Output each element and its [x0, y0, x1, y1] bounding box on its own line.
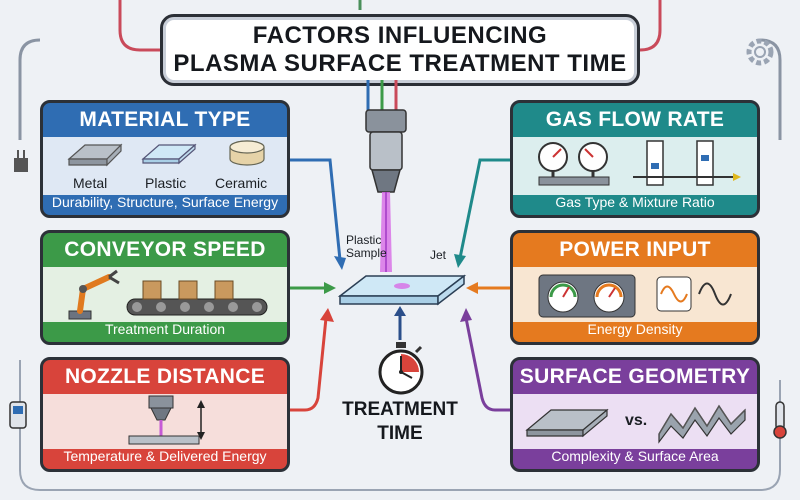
panel-material-type-title: MATERIAL TYPE [79, 108, 251, 131]
pressure-gauges-icon [538, 142, 610, 186]
panel-nozzle-distance-title: NOZZLE DISTANCE [64, 365, 266, 388]
stopwatch-icon [378, 342, 424, 395]
panel-gas-flow-rate: GAS FLOW RATE Gas Type & Mixture Ratio [510, 100, 760, 218]
gear-icon [746, 38, 774, 66]
panel-nozzle-distance-body [43, 394, 287, 449]
panel-conveyor-speed-body [43, 267, 287, 322]
panel-material-type-body: Metal Plastic Ceramic [43, 137, 287, 195]
material-item-ceramic: Ceramic [215, 175, 268, 191]
panel-surface-geometry-title: SURFACE GEOMETRY [519, 365, 751, 388]
panel-gas-flow-rate-title: GAS FLOW RATE [545, 108, 725, 131]
panel-conveyor-speed: CONVEYOR SPEED Treatment Duration [40, 230, 290, 345]
sensor-device-icon [9, 401, 27, 429]
conveyor-belt-icon [126, 280, 268, 316]
title-line-2: PLASMA SURFACE TREATMENT TIME [173, 50, 627, 77]
panel-power-input-body [513, 267, 757, 322]
material-item-plastic: Plastic [145, 175, 187, 191]
panel-surface-geometry: SURFACE GEOMETRY vs. Complexity & Surfac… [510, 357, 760, 472]
flat-surface-icon [525, 408, 609, 438]
panel-surface-geometry-body: vs. [513, 394, 757, 449]
sine-wave-icon [656, 276, 732, 312]
title-line-1: FACTORS INFLUENCING [252, 22, 548, 49]
material-item-metal: Metal [73, 175, 108, 191]
panel-power-input: POWER INPUT Energy Density [510, 230, 760, 345]
plastic-sample-plate [337, 274, 467, 306]
panel-conveyor-speed-footer: Treatment Duration [104, 321, 226, 337]
geometry-vs-label: vs. [625, 412, 648, 429]
panel-power-input-title: POWER INPUT [559, 238, 711, 261]
panel-nozzle-distance: NOZZLE DISTANCE Temperature & Delivered … [40, 357, 290, 472]
panel-material-type-footer: Durability, Structure, Surface Energy [51, 194, 279, 210]
robot-arm-icon [68, 269, 120, 320]
panel-nozzle-distance-footer: Temperature & Delivered Energy [63, 448, 267, 464]
panel-material-type: MATERIAL TYPE Metal Plastic Ceramic Dura… [40, 100, 290, 218]
flow-meter-icon [633, 140, 741, 186]
thermometer-icon [773, 401, 787, 439]
plastic-label: Plastic [346, 233, 382, 247]
ceramic-sample-icon [229, 140, 265, 166]
plasma-nozzle-icon [365, 80, 407, 272]
treatment-time-line-1: TREATMENT [342, 399, 458, 420]
treatment-time-label: TREATMENT TIME [330, 398, 470, 446]
treatment-time-line-2: TIME [377, 423, 423, 444]
sample-label: Sample [346, 246, 387, 260]
panel-gas-flow-rate-footer: Gas Type & Mixture Ratio [555, 194, 715, 210]
panel-conveyor-speed-title: CONVEYOR SPEED [64, 238, 266, 261]
plug-icon [14, 150, 28, 172]
jet-label: Jet [430, 248, 447, 262]
panel-gas-flow-rate-body [513, 137, 757, 195]
nozzle-distance-icon [128, 395, 205, 445]
plastic-sample-icon [141, 143, 197, 165]
panel-surface-geometry-footer: Complexity & Surface Area [551, 448, 719, 464]
title-box: FACTORS INFLUENCING PLASMA SURFACE TREAT… [160, 14, 640, 86]
panel-power-input-footer: Energy Density [587, 321, 683, 337]
power-meters-icon [538, 274, 636, 318]
metal-sample-icon [67, 143, 123, 167]
complex-surface-icon [658, 404, 746, 444]
